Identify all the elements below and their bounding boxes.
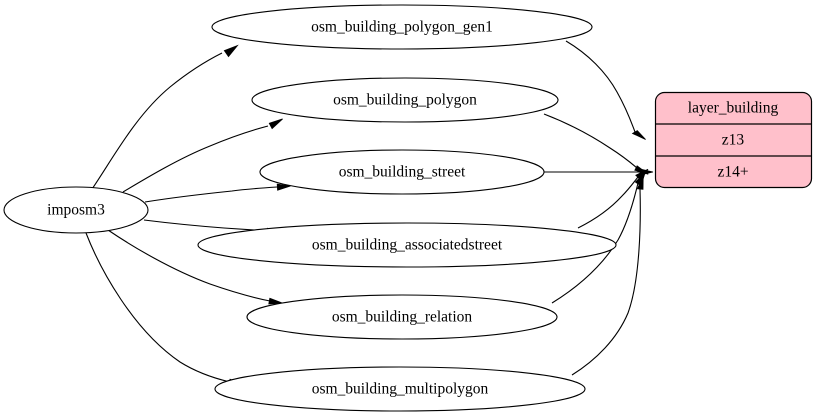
edge-group-tables-to-layer xyxy=(543,40,654,376)
edge-path xyxy=(122,125,269,193)
edge-path xyxy=(143,219,269,232)
node-shape[interactable] xyxy=(214,366,586,412)
edge-multipolygon-to-z14plus xyxy=(571,175,644,376)
record-row-z14plus: z14+ xyxy=(717,164,748,181)
node-shape[interactable] xyxy=(259,149,545,195)
record-row-z13: z13 xyxy=(722,132,745,149)
arrowhead-icon xyxy=(636,175,644,190)
arrowhead-icon xyxy=(268,297,283,305)
arrowhead-icon xyxy=(268,118,283,130)
edge-path xyxy=(543,113,638,169)
edge-path xyxy=(107,229,271,302)
node-shape[interactable] xyxy=(3,186,149,234)
arrowhead-icon xyxy=(223,44,239,58)
edge-path xyxy=(91,52,223,190)
edge-polygon-gen1-to-z13 xyxy=(565,40,646,140)
node-osm-building-multipolygon[interactable]: osm_building_multipolygon xyxy=(214,366,586,412)
edge-imposm3-to-relation xyxy=(107,229,283,305)
edge-imposm3-to-polygon xyxy=(122,118,283,193)
arrowhead-icon xyxy=(631,130,646,140)
edge-path xyxy=(551,182,639,304)
node-osm-building-associatedstreet[interactable]: osm_building_associatedstreet xyxy=(197,222,617,268)
node-shape[interactable] xyxy=(246,294,558,340)
node-layer-building-record[interactable]: layer_building z13 z14+ xyxy=(654,91,813,189)
edge-polygon-to-z14plus xyxy=(543,113,649,175)
edge-path xyxy=(144,186,278,203)
node-osm-building-polygon-gen1[interactable]: osm_building_polygon_gen1 xyxy=(211,4,593,50)
edge-path xyxy=(85,232,231,383)
node-imposm3[interactable]: imposm3 xyxy=(3,186,149,234)
arrowhead-icon xyxy=(276,183,291,191)
edge-associatedstreet-to-z14plus xyxy=(577,168,649,229)
node-label: osm_building_associatedstreet xyxy=(312,237,503,254)
record-row-layer-name: layer_building xyxy=(688,100,779,117)
node-label: osm_building_polygon_gen1 xyxy=(311,19,493,36)
node-label: osm_building_polygon xyxy=(333,92,477,109)
edge-path xyxy=(571,188,641,376)
record-background[interactable] xyxy=(654,91,813,189)
node-shape[interactable] xyxy=(211,4,593,50)
edge-path xyxy=(577,176,639,229)
edge-imposm3-to-multipolygon xyxy=(85,232,243,386)
node-label: osm_building_relation xyxy=(332,309,473,326)
node-osm-building-relation[interactable]: osm_building_relation xyxy=(246,294,558,340)
edge-imposm3-to-street xyxy=(144,183,291,203)
edge-imposm3-to-polygon-gen1 xyxy=(91,44,239,190)
edge-path xyxy=(565,40,636,133)
node-osm-building-street[interactable]: osm_building_street xyxy=(259,149,545,195)
node-osm-building-polygon[interactable]: osm_building_polygon xyxy=(251,77,559,123)
node-label: osm_building_multipolygon xyxy=(312,381,489,398)
node-shape[interactable] xyxy=(251,77,559,123)
node-label: osm_building_street xyxy=(339,164,466,181)
node-shape[interactable] xyxy=(197,222,617,268)
node-label: imposm3 xyxy=(47,202,105,219)
